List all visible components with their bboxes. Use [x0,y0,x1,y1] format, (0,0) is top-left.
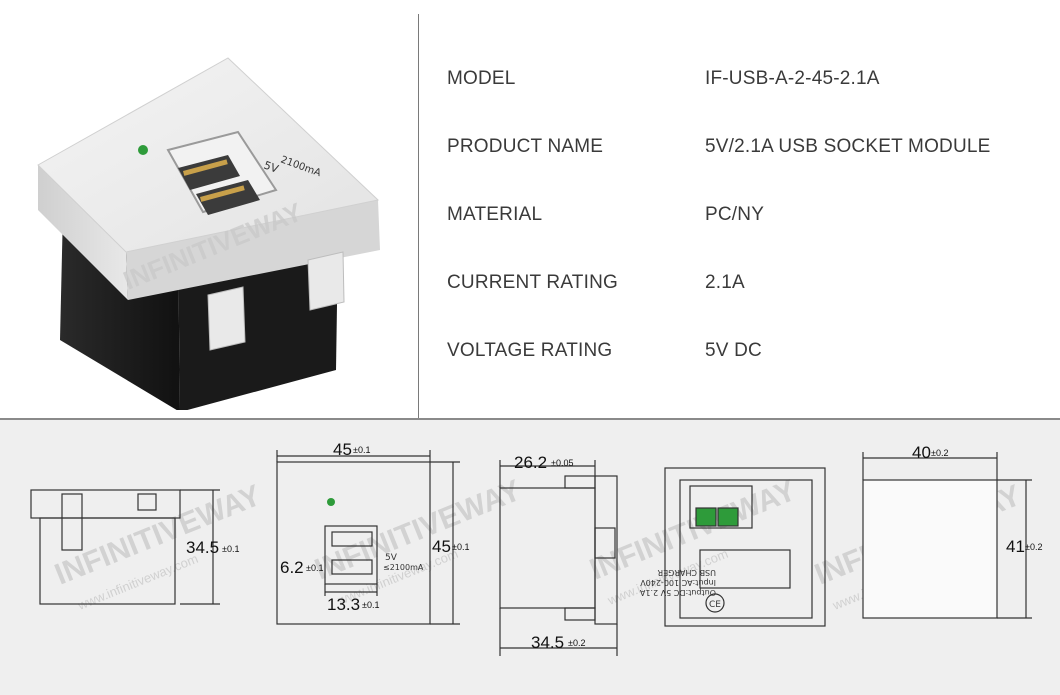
cover-width-tol: ±0.2 [931,448,948,458]
front-view-port-frame [324,525,378,585]
side-view-cover [30,489,181,519]
back-view-label-box [699,549,791,589]
usb-contacts-lower [199,185,245,202]
front-label-voltage: 5V [385,553,398,563]
back-label-line-3: Output:DC 5V 2.1A [639,588,716,597]
product-photo: 5V 2100mA INFINITIVEWAY [37,57,380,410]
profile-bottom-tol: ±0.2 [568,638,585,648]
cover-view-plate [862,479,998,619]
spec-value: PC/NY [705,204,765,225]
spec-label: MATERIAL [447,204,543,225]
profile-top-dim: 26.2 [514,453,547,472]
cover-height-dim: 41 [1006,537,1025,556]
vertical-divider [418,14,419,418]
clip-front-right [307,251,345,311]
front-view-led [327,498,335,506]
front-width-dim: 45 [333,440,352,459]
side-view-clip-right [137,493,157,511]
side-view-body [39,517,176,605]
spec-row-material: MATERIAL PC/NY [447,188,1047,256]
spec-row-voltage-rating: VOLTAGE RATING 5V DC [447,324,1047,392]
front-view-drawing [276,450,460,625]
dimension-drawings-panel: INFINITIVEWAY www.infinitiveway.com INFI… [0,418,1060,695]
spec-value: 5V DC [705,340,762,361]
back-view-terminal-l [695,507,717,527]
spec-value: IF-USB-A-2-45-2.1A [705,68,880,89]
front-label-current: ≤2100mA [383,563,424,572]
back-label-line-2: Input:AC 100-240V [640,578,716,587]
clip-front-left [207,286,246,351]
profile-view-clip-top [564,475,596,489]
port-width-dim: 13.3 [327,595,360,614]
cover-front-side [126,200,380,300]
profile-bottom-dim: 34.5 [531,633,564,652]
profile-view-drawing [499,460,618,656]
back-view-cert-mark [705,593,725,613]
cover-view-drawing [862,452,1032,619]
front-height-dim: 45 [432,537,451,556]
side-height-dim: 34.5 [186,538,219,557]
spec-value: 5V/2.1A USB SOCKET MODULE [705,136,991,157]
led-indicator [138,145,148,155]
dimension-drawings: INFINITIVEWAY www.infinitiveway.com INFI… [30,440,1042,656]
spec-header: 5V 2100mA INFINITIVEWAY MODEL IF-USB-A-2… [37,14,1047,418]
back-view-terminal-n [717,507,739,527]
spec-row-model: MODEL IF-USB-A-2-45-2.1A [447,52,1047,120]
spec-row-current-rating: CURRENT RATING 2.1A [447,256,1047,324]
back-view-frame [664,467,826,627]
spec-row-product-name: PRODUCT NAME 5V/2.1A USB SOCKET MODULE [447,120,1047,188]
port-height-tol: ±0.1 [306,563,323,573]
spec-label: MODEL [447,68,516,89]
profile-top-tol: ±0.05 [551,458,573,468]
spec-label: PRODUCT NAME [447,136,604,157]
back-view-body [679,479,813,619]
spec-table: MODEL IF-USB-A-2-45-2.1A PRODUCT NAME 5V… [447,52,1047,392]
cover-left-side [38,165,128,300]
cover-width-dim: 40 [912,443,931,462]
front-view-port-lower [331,559,373,575]
back-view-drawing [664,467,826,627]
profile-view-clip-bottom [564,607,596,621]
back-view-terminal-block [689,485,753,529]
front-view-plate [276,461,431,625]
side-view-drawing [30,489,220,605]
back-cert-label: CE [709,600,721,610]
spec-value: 2.1A [705,272,745,293]
side-view-clip-left [61,493,83,551]
spec-label: CURRENT RATING [447,272,618,293]
spec-label: VOLTAGE RATING [447,340,613,361]
back-label-line-1: USB CHARGER [657,568,716,577]
body-front-face [178,240,338,410]
profile-view-terminal [594,527,616,559]
front-height-tol: ±0.1 [452,542,469,552]
side-height-tol: ±0.1 [222,544,239,554]
port-width-tol: ±0.1 [362,600,379,610]
cover-height-tol: ±0.2 [1025,542,1042,552]
front-view-port-upper [331,531,373,547]
photo-port-voltage: 5V [262,159,281,176]
port-height-dim: 6.2 [280,558,304,577]
front-width-tol: ±0.1 [353,445,370,455]
usb-contacts-upper [182,159,228,176]
